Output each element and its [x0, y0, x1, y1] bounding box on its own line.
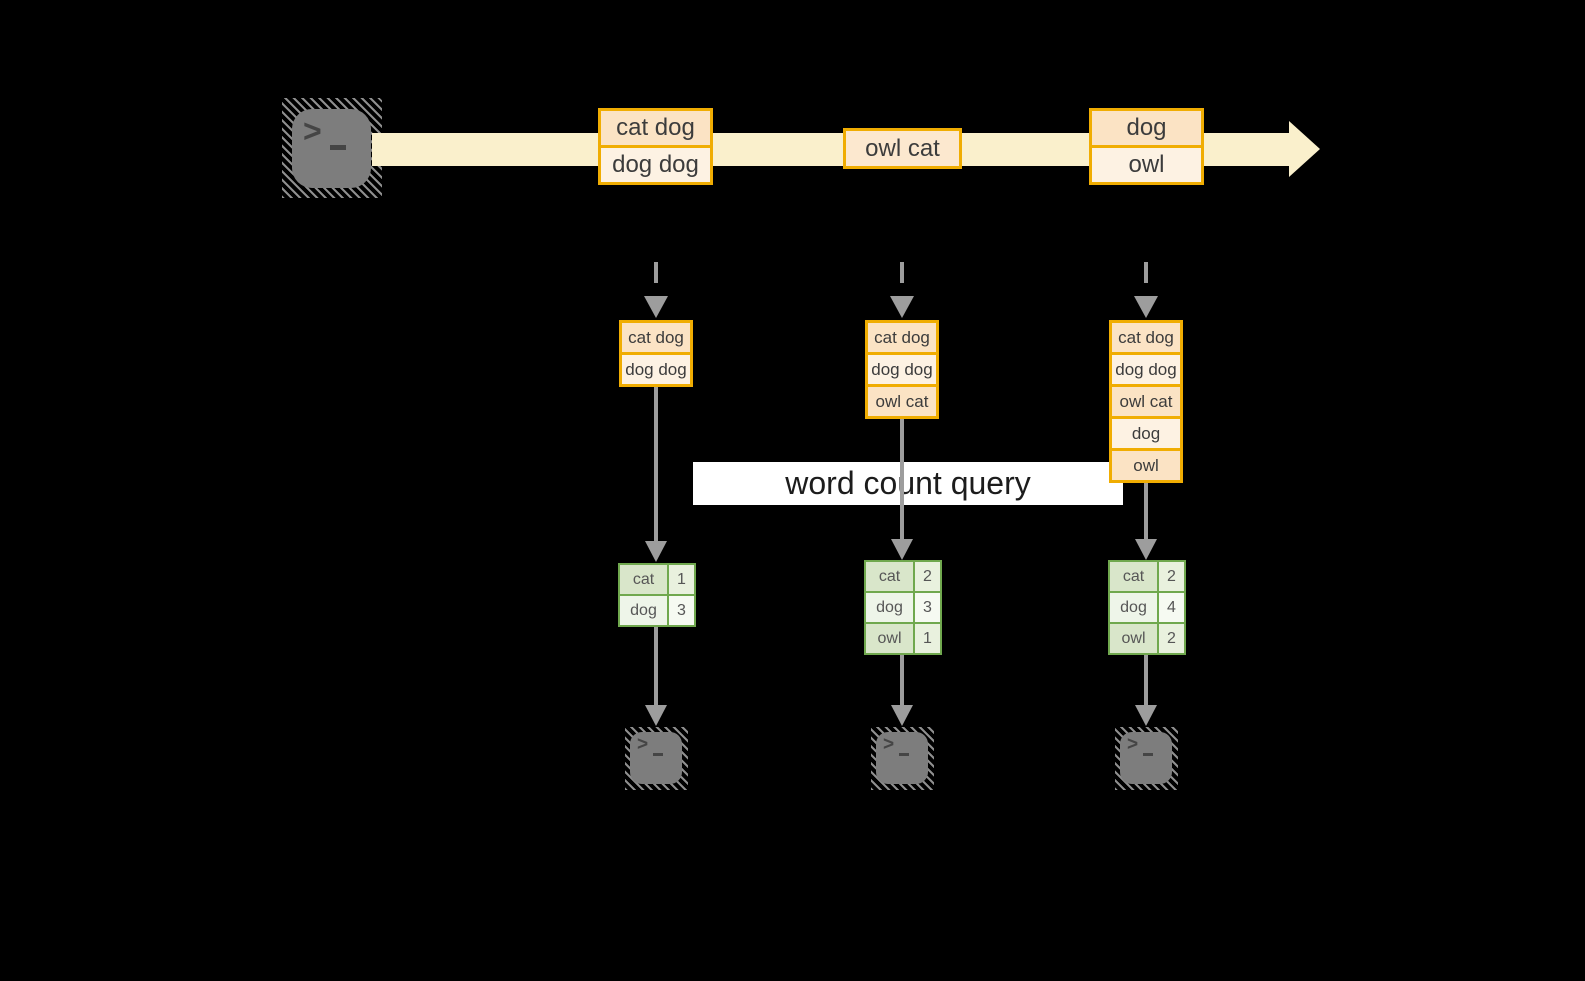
stream-event-row: owl cat — [846, 131, 959, 166]
count-value-cell: 1 — [669, 565, 694, 594]
output-arrow-head-icon — [645, 705, 667, 726]
count-word-cell: cat — [866, 562, 913, 591]
buffer-row: cat dog — [622, 323, 690, 352]
count-word-cell: dog — [866, 593, 913, 622]
buffer-row: owl cat — [1112, 384, 1180, 416]
ingest-arrow-head-icon — [1134, 296, 1158, 318]
output-line — [900, 655, 904, 706]
output-terminal-icon: > — [871, 727, 934, 790]
stream-event-row: cat dog — [601, 111, 710, 145]
buffer-row: cat dog — [1112, 323, 1180, 352]
buffer-stack-2: cat dog dog dog owl cat — [865, 320, 939, 419]
output-arrow-head-icon — [1135, 705, 1157, 726]
buffer-stack-3: cat dog dog dog owl cat dog owl — [1109, 320, 1183, 483]
output-terminal-icon: > — [1115, 727, 1178, 790]
connector-line — [1144, 483, 1148, 540]
terminal-body: > — [1120, 732, 1172, 784]
query-banner: word count query — [693, 462, 1123, 505]
count-word-cell: dog — [1110, 593, 1157, 622]
count-word-cell: owl — [1110, 624, 1157, 653]
buffer-row: dog dog — [868, 352, 936, 384]
count-word-cell: owl — [866, 624, 913, 653]
buffer-row: dog dog — [622, 352, 690, 384]
output-terminal-icon: > — [625, 727, 688, 790]
source-terminal-icon: > — [282, 98, 382, 198]
terminal-body: > — [876, 732, 928, 784]
prompt-chevron-icon: > — [1127, 734, 1139, 755]
count-word-cell: dog — [620, 596, 667, 625]
stream-event-box-1: cat dog dog dog — [598, 108, 713, 185]
count-value-cell: 2 — [1159, 624, 1184, 653]
count-table-1: cat 1 dog 3 — [618, 563, 696, 627]
ingest-arrow-dash — [1144, 262, 1148, 283]
count-value-cell: 3 — [915, 593, 940, 622]
terminal-body: > — [292, 109, 371, 188]
terminal-cursor-icon — [899, 753, 909, 756]
buffer-row: cat dog — [868, 323, 936, 352]
terminal-body: > — [630, 732, 682, 784]
buffer-row: dog dog — [1112, 352, 1180, 384]
terminal-cursor-icon — [653, 753, 663, 756]
ingest-arrow-head-icon — [644, 296, 668, 318]
buffer-stack-1: cat dog dog dog — [619, 320, 693, 387]
ingest-arrow-dash — [900, 262, 904, 283]
buffer-row: owl — [1112, 448, 1180, 480]
stream-event-row: dog — [1092, 111, 1201, 145]
stream-event-box-3: dog owl — [1089, 108, 1204, 185]
ingest-arrow-head-icon — [890, 296, 914, 318]
connector-arrow-head-icon — [645, 541, 667, 562]
prompt-chevron-icon: > — [637, 734, 649, 755]
connector-line — [900, 419, 904, 540]
buffer-row: owl cat — [868, 384, 936, 416]
count-value-cell: 1 — [915, 624, 940, 653]
output-line — [654, 627, 658, 706]
count-value-cell: 4 — [1159, 593, 1184, 622]
output-line — [1144, 655, 1148, 706]
count-word-cell: cat — [1110, 562, 1157, 591]
prompt-chevron-icon: > — [883, 734, 895, 755]
buffer-row: dog — [1112, 416, 1180, 448]
count-table-3: cat 2 dog 4 owl 2 — [1108, 560, 1186, 655]
stream-arrow-head-icon — [1289, 121, 1320, 177]
stream-event-row: owl — [1092, 145, 1201, 182]
connector-arrow-head-icon — [1135, 539, 1157, 560]
stream-event-box-2: owl cat — [843, 128, 962, 169]
count-word-cell: cat — [620, 565, 667, 594]
count-table-2: cat 2 dog 3 owl 1 — [864, 560, 942, 655]
stream-event-row: dog dog — [601, 145, 710, 182]
ingest-arrow-dash — [654, 262, 658, 283]
prompt-chevron-icon: > — [303, 113, 322, 149]
connector-arrow-head-icon — [891, 539, 913, 560]
count-value-cell: 2 — [915, 562, 940, 591]
terminal-cursor-icon — [330, 145, 346, 150]
count-value-cell: 2 — [1159, 562, 1184, 591]
output-arrow-head-icon — [891, 705, 913, 726]
terminal-cursor-icon — [1143, 753, 1153, 756]
count-value-cell: 3 — [669, 596, 694, 625]
connector-line — [654, 387, 658, 541]
